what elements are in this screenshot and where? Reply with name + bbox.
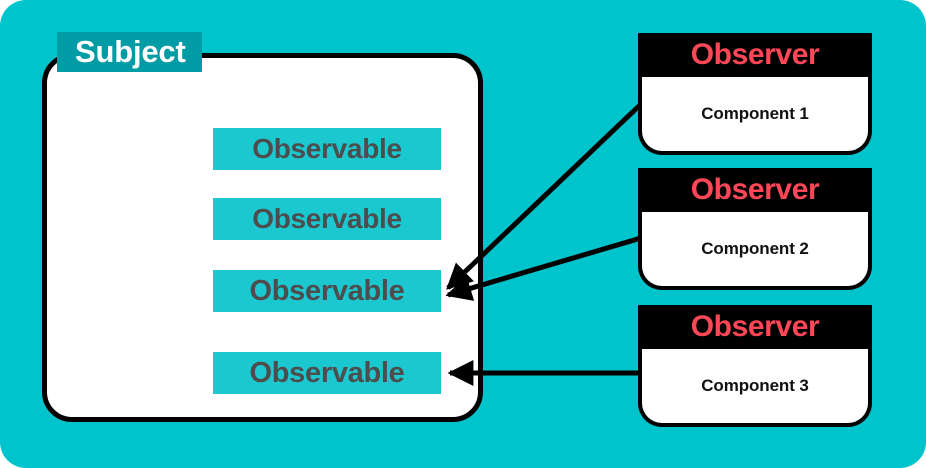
- subject-label: Subject: [57, 32, 202, 72]
- observer-card-2-body: Component 2: [638, 212, 872, 290]
- observer-card-1-header: Observer: [638, 33, 872, 77]
- observer-card-3-body: Component 3: [638, 349, 872, 427]
- observable-bar-2[interactable]: Observable: [213, 198, 441, 240]
- observer-card-1-body: Component 1: [638, 77, 872, 155]
- observable-bar-4[interactable]: Observable: [213, 352, 441, 394]
- observable-bar-1[interactable]: Observable: [213, 128, 441, 170]
- observer-card-3[interactable]: Observer Component 3: [638, 305, 872, 427]
- observer-card-3-header: Observer: [638, 305, 872, 349]
- observer-card-2-header: Observer: [638, 168, 872, 212]
- observer-card-1[interactable]: Observer Component 1: [638, 33, 872, 155]
- observable-bar-3[interactable]: Observable: [213, 270, 441, 312]
- observer-card-2[interactable]: Observer Component 2: [638, 168, 872, 290]
